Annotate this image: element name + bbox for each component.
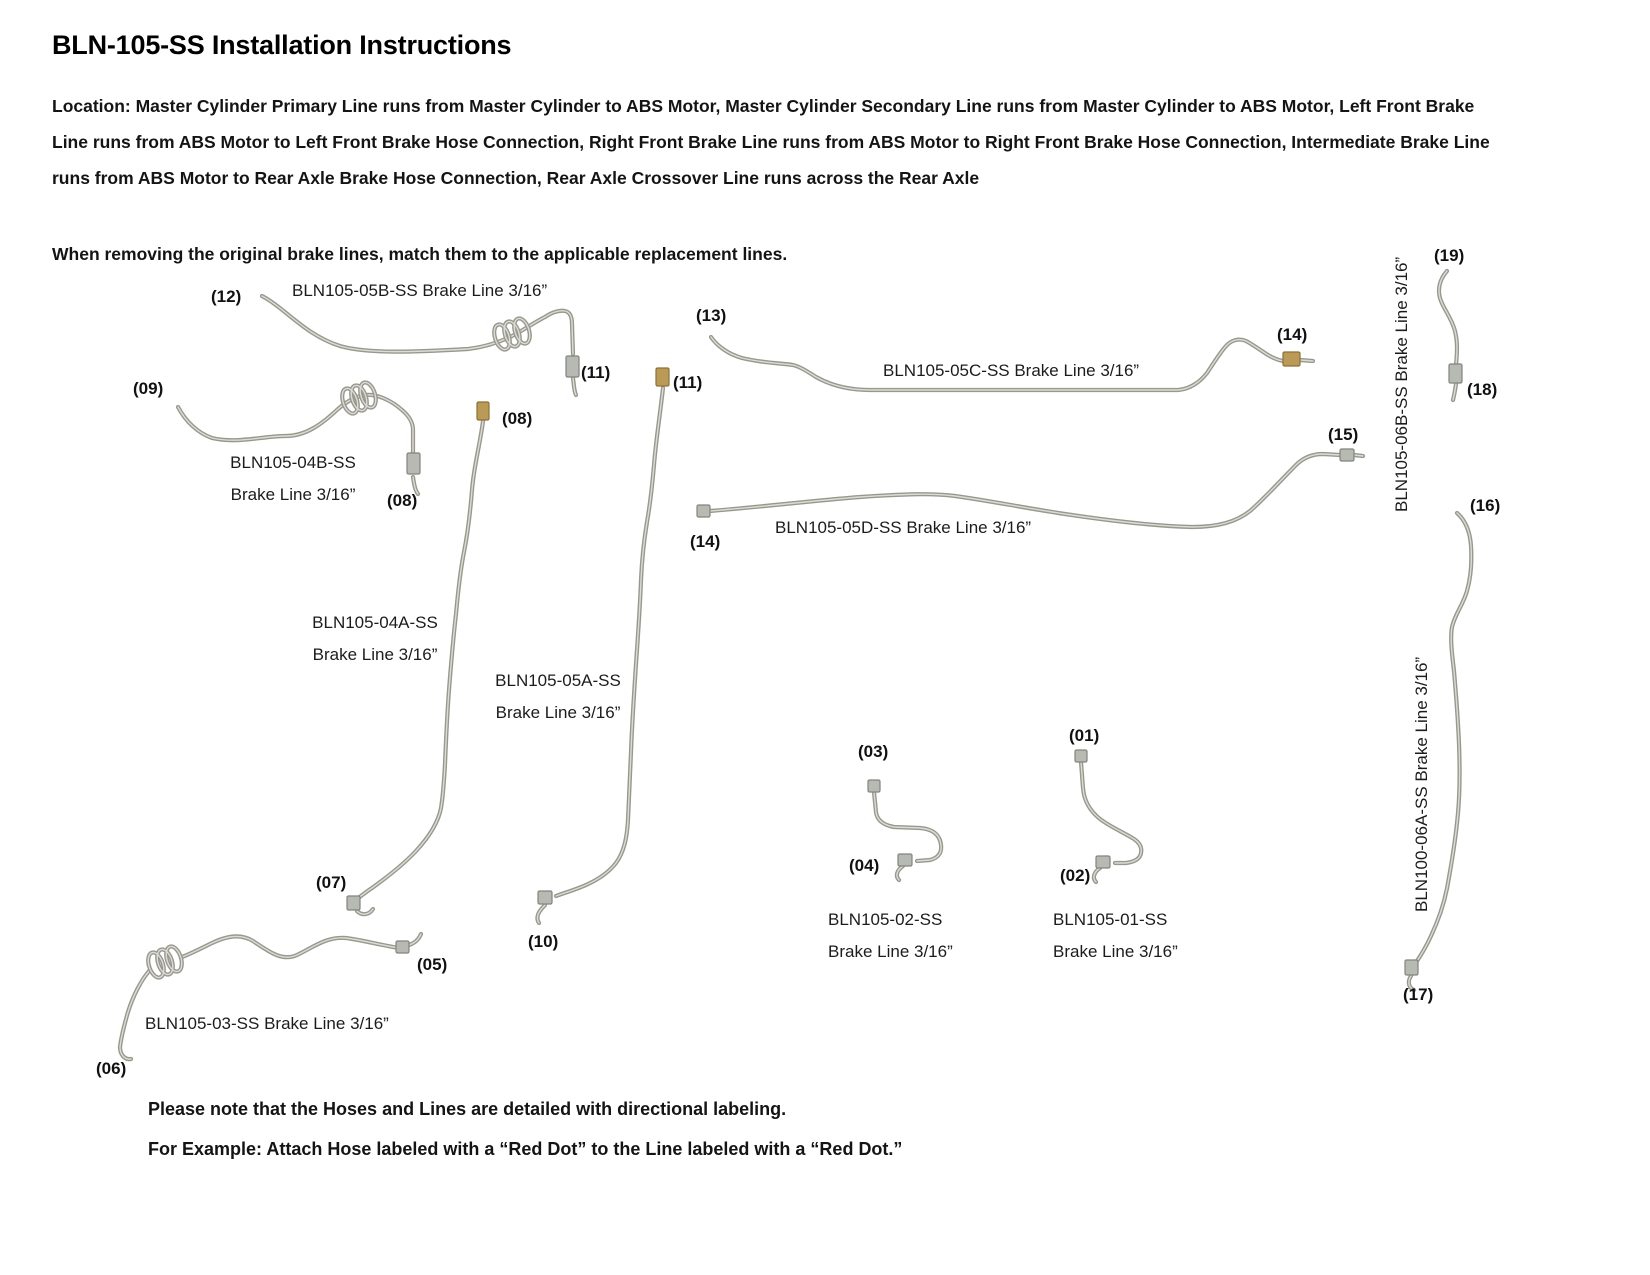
part-label-06a: BLN100-06A-SS Brake Line 3/16” — [1412, 656, 1431, 912]
part-label-05a-size: Brake Line 3/16” — [495, 703, 621, 722]
callout-02: (02) — [1060, 866, 1091, 885]
part-label-06b: BLN105-06B-SS Brake Line 3/16” — [1392, 256, 1411, 512]
page-title: BLN-105-SS Installation Instructions — [52, 30, 512, 60]
callout-09: (09) — [133, 379, 164, 398]
part-label-05d: BLN105-05D-SS Brake Line 3/16” — [775, 518, 1032, 537]
fitting-05c-end — [1282, 351, 1301, 367]
fitting-03-right — [395, 940, 410, 954]
match-note: When removing the original brake lines, … — [52, 244, 788, 264]
part-label-05a-name: BLN105-05A-SS — [495, 671, 621, 690]
fitting-05a-top — [655, 367, 670, 387]
fitting-06b-end — [1448, 363, 1463, 384]
callout-14-b: (14) — [690, 532, 721, 551]
fitting-02-top — [867, 779, 881, 793]
callout-19: (19) — [1434, 246, 1465, 265]
callout-15: (15) — [1328, 425, 1359, 444]
part-label-02-size: Brake Line 3/16” — [828, 942, 953, 961]
part-label-04b: BLN105-04B-SS Brake Line 3/16” — [193, 447, 393, 511]
fitting-01-bottom — [1095, 855, 1111, 869]
location-text: Location: Master Cylinder Primary Line r… — [52, 96, 1490, 188]
fitting-05b-end — [565, 355, 580, 378]
callout-13: (13) — [696, 306, 727, 325]
part-label-03: BLN105-03-SS Brake Line 3/16” — [145, 1014, 389, 1033]
callout-11-a: (11) — [581, 363, 611, 382]
footer-note-2: For Example: Attach Hose labeled with a … — [148, 1139, 903, 1159]
footer-note-1: Please note that the Hoses and Lines are… — [148, 1099, 787, 1119]
fitting-05a-bottom — [537, 890, 553, 905]
fitting-02-bottom — [897, 853, 913, 867]
callout-05: (05) — [417, 955, 448, 974]
fitting-01-top — [1074, 749, 1088, 763]
part-label-04a: BLN105-04A-SS Brake Line 3/16” — [275, 607, 475, 671]
part-label-02-name: BLN105-02-SS — [828, 910, 943, 929]
part-label-05a: BLN105-05A-SS Brake Line 3/16” — [458, 665, 658, 729]
part-label-02: BLN105-02-SS Brake Line 3/16” — [828, 904, 953, 968]
part-label-04b-size: Brake Line 3/16” — [230, 485, 356, 504]
part-label-04a-name: BLN105-04A-SS — [312, 613, 438, 632]
line-fittings — [346, 351, 1463, 976]
callout-11-b: (11) — [673, 373, 703, 392]
callout-04: (04) — [849, 856, 880, 875]
fitting-04a-top — [476, 401, 490, 421]
part-label-05c: BLN105-05C-SS Brake Line 3/16” — [883, 361, 1140, 380]
callout-17: (17) — [1403, 985, 1434, 1004]
callout-03: (03) — [858, 742, 889, 761]
part-label-05b: BLN105-05B-SS Brake Line 3/16” — [292, 281, 548, 300]
callout-12: (12) — [211, 287, 242, 306]
callout-18: (18) — [1467, 380, 1498, 399]
callout-06: (06) — [96, 1059, 127, 1078]
fitting-04a-bottom — [346, 895, 361, 911]
callout-16: (16) — [1470, 496, 1501, 515]
fitting-05d-start — [696, 504, 711, 518]
part-label-01: BLN105-01-SS Brake Line 3/16” — [1053, 904, 1178, 968]
callout-08-a: (08) — [502, 409, 533, 428]
callout-07: (07) — [316, 873, 347, 892]
fitting-05d-end — [1339, 448, 1355, 462]
fitting-04b-end — [406, 452, 421, 475]
part-label-01-name: BLN105-01-SS — [1053, 910, 1168, 929]
callout-10: (10) — [528, 932, 559, 951]
part-label-04b-name: BLN105-04B-SS — [230, 453, 356, 472]
part-label-01-size: Brake Line 3/16” — [1053, 942, 1178, 961]
part-label-04a-size: Brake Line 3/16” — [312, 645, 438, 664]
callout-14-a: (14) — [1277, 325, 1308, 344]
callout-01: (01) — [1069, 726, 1100, 745]
callout-08-b: (08) — [387, 491, 418, 510]
fitting-06a-end — [1404, 959, 1419, 976]
